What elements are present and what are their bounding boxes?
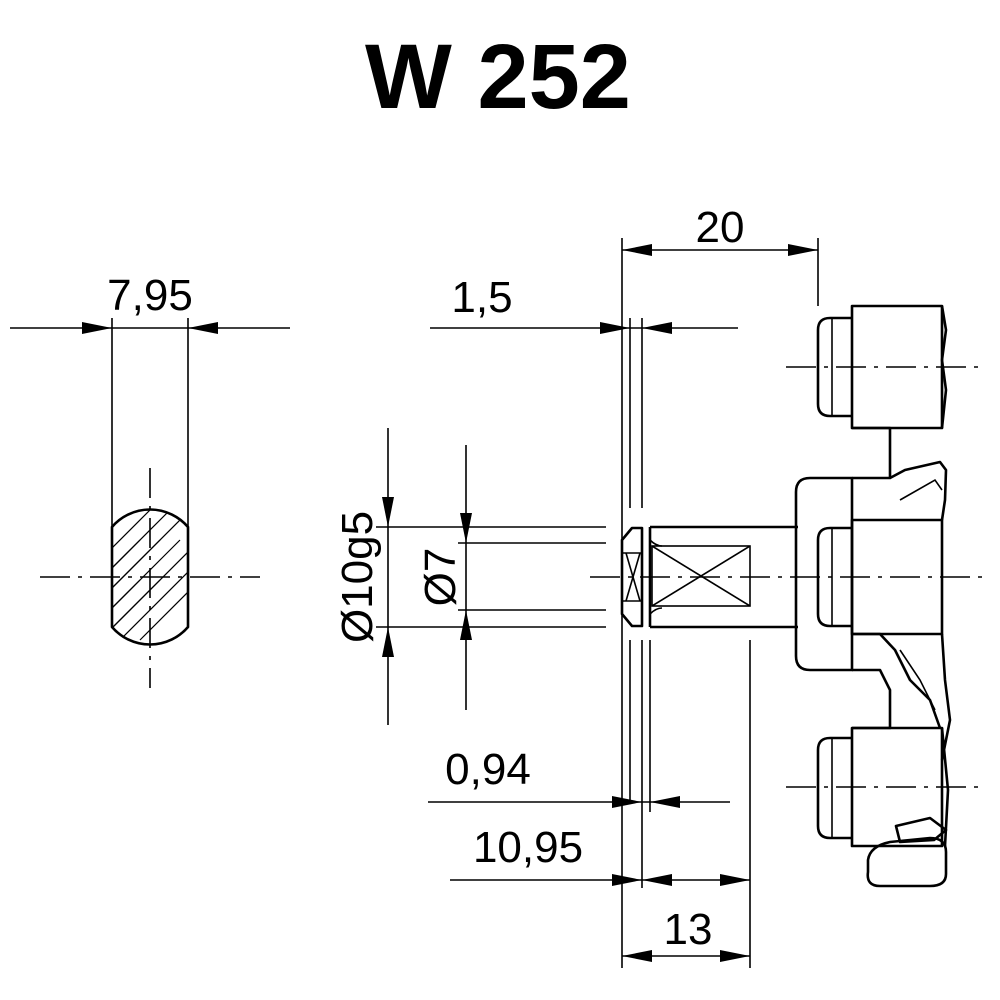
cross-section-view	[10, 318, 290, 688]
dim-inner-diameter: Ø7	[416, 548, 465, 607]
dim-shaft-length: 10,95	[473, 823, 583, 872]
length-dimensions	[428, 238, 819, 968]
key-flat	[651, 545, 751, 607]
bottom-pin	[850, 726, 944, 848]
side-view	[590, 304, 990, 888]
dim-collar-thickness: 1,5	[451, 273, 512, 322]
section-hatching	[112, 509, 188, 645]
dim-flat-width: 7,95	[107, 271, 193, 320]
latch	[866, 836, 948, 888]
diameter-dimensions	[376, 428, 606, 725]
dim-key-length: 13	[664, 905, 713, 954]
dim-shaft-diameter: Ø10g5	[333, 511, 382, 643]
section-outline	[110, 508, 190, 646]
dim-groove-width: 0,94	[445, 745, 531, 794]
hub	[794, 476, 854, 672]
dim-overall-length: 20	[696, 203, 745, 252]
drawing-title: W 252	[365, 26, 631, 128]
housing-frame	[852, 305, 952, 847]
shaft-body	[648, 525, 798, 629]
